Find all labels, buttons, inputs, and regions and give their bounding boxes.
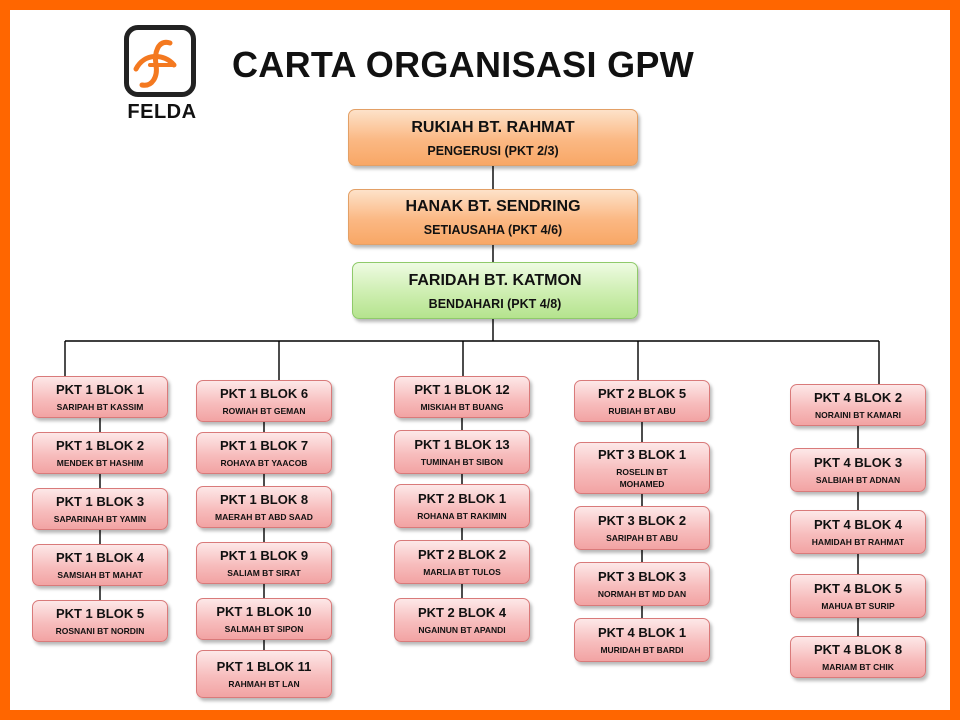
member-name: MAERAH BT ABD SAAD	[215, 511, 313, 522]
member-name: SALIAM BT SIRAT	[227, 567, 301, 578]
blok-box: PKT 1 BLOK 2 MENDEK BT HASHIM	[32, 432, 168, 474]
blok-box: PKT 1 BLOK 12 MISKIAH BT BUANG	[394, 376, 530, 418]
blok-box: PKT 2 BLOK 2 MARLIA BT TULOS	[394, 540, 530, 584]
blok-label: PKT 3 BLOK 2	[597, 512, 687, 528]
member-name: ROHANA BT RAKIMIN	[417, 510, 507, 521]
secretary-box: HANAK BT. SENDRING SETIAUSAHA (PKT 4/6)	[348, 189, 638, 245]
blok-box: PKT 1 BLOK 4 SAMSIAH BT MAHAT	[32, 544, 168, 586]
blok-box: PKT 3 BLOK 1 ROSELIN BT MOHAMED	[574, 442, 710, 494]
blok-label: PKT 2 BLOK 5	[597, 385, 687, 401]
treasurer-name: FARIDAH BT. KATMON	[408, 271, 582, 289]
blok-label: PKT 1 BLOK 12	[414, 381, 510, 397]
blok-label: PKT 4 BLOK 4	[813, 516, 903, 532]
secretary-role: SETIAUSAHA (PKT 4/6)	[423, 223, 563, 237]
blok-box: PKT 1 BLOK 3 SAPARINAH BT YAMIN	[32, 488, 168, 530]
blok-label: PKT 4 BLOK 8	[813, 641, 903, 657]
blok-box: PKT 4 BLOK 4 HAMIDAH BT RAHMAT	[790, 510, 926, 554]
blok-box: PKT 4 BLOK 1 MURIDAH BT BARDI	[574, 618, 710, 662]
blok-box: PKT 1 BLOK 13 TUMINAH BT SIBON	[394, 430, 530, 474]
blok-box: PKT 1 BLOK 7 ROHAYA BT YAACOB	[196, 432, 332, 474]
felda-logo: FELDA	[114, 25, 210, 135]
blok-label: PKT 1 BLOK 5	[55, 605, 145, 621]
secretary-name: HANAK BT. SENDRING	[405, 198, 581, 215]
blok-box: PKT 1 BLOK 5 ROSNANI BT NORDIN	[32, 600, 168, 642]
blok-label: PKT 1 BLOK 8	[219, 491, 309, 507]
member-name: SAMSIAH BT MAHAT	[57, 569, 143, 580]
blok-label: PKT 4 BLOK 5	[813, 580, 903, 596]
chair-name: RUKIAH BT. RAHMAT	[411, 118, 575, 136]
blok-box: PKT 1 BLOK 8 MAERAH BT ABD SAAD	[196, 486, 332, 528]
blok-box: PKT 1 BLOK 1 SARIPAH BT KASSIM	[32, 376, 168, 418]
member-name: MURIDAH BT BARDI	[600, 644, 684, 655]
member-name: MENDEK BT HASHIM	[56, 457, 144, 468]
member-name: MARLIA BT TULOS	[423, 566, 501, 577]
member-name: NORAINI BT KAMARI	[815, 409, 901, 420]
member-name: SALMAH BT SIPON	[224, 623, 304, 634]
blok-box: PKT 4 BLOK 8 MARIAM BT CHIK	[790, 636, 926, 678]
treasurer-role: BENDAHARI (PKT 4/8)	[428, 296, 562, 311]
member-name: NORMAH BT MD DAN	[597, 588, 687, 599]
blok-label: PKT 4 BLOK 1	[597, 624, 687, 640]
logo-frame	[124, 25, 196, 97]
blok-label: PKT 2 BLOK 2	[417, 546, 507, 562]
blok-label: PKT 2 BLOK 1	[417, 490, 507, 506]
blok-box: PKT 1 BLOK 9 SALIAM BT SIRAT	[196, 542, 332, 584]
blok-label: PKT 1 BLOK 13	[414, 436, 510, 452]
logo-text: FELDA	[127, 101, 197, 123]
member-name: SARIPAH BT KASSIM	[56, 401, 144, 412]
chair-role: PENGERUSI (PKT 2/3)	[427, 143, 559, 158]
slide-canvas: FELDA CARTA ORGANISASI GPW RUKIAH BT. RA…	[10, 10, 950, 710]
member-name: RAHMAH BT LAN	[228, 678, 300, 689]
blok-box: PKT 4 BLOK 2 NORAINI BT KAMARI	[790, 384, 926, 426]
blok-box: PKT 4 BLOK 3 SALBIAH BT ADNAN	[790, 448, 926, 492]
member-name: HAMIDAH BT RAHMAT	[811, 536, 905, 547]
chair-box: RUKIAH BT. RAHMAT PENGERUSI (PKT 2/3)	[348, 109, 638, 166]
member-name: ROHAYA BT YAACOB	[220, 457, 308, 468]
blok-box: PKT 1 BLOK 11 RAHMAH BT LAN	[196, 650, 332, 698]
blok-label: PKT 3 BLOK 1	[597, 446, 687, 462]
member-name: SALBIAH BT ADNAN	[815, 474, 901, 485]
member-name: NGAINUN BT APANDI	[418, 624, 506, 635]
blok-label: PKT 1 BLOK 4	[55, 549, 145, 565]
blok-box: PKT 4 BLOK 5 MAHUA BT SURIP	[790, 574, 926, 618]
felda-f-logo-icon	[133, 39, 177, 88]
blok-box: PKT 2 BLOK 4 NGAINUN BT APANDI	[394, 598, 530, 642]
blok-label: PKT 1 BLOK 11	[216, 658, 312, 674]
member-name: ROWIAH BT GEMAN	[222, 405, 306, 416]
member-name: MARIAM BT CHIK	[822, 661, 894, 672]
blok-box: PKT 2 BLOK 5 RUBIAH BT ABU	[574, 380, 710, 422]
page-title: CARTA ORGANISASI GPW	[232, 44, 694, 85]
blok-box: PKT 3 BLOK 3 NORMAH BT MD DAN	[574, 562, 710, 606]
blok-label: PKT 4 BLOK 3	[813, 454, 903, 470]
member-name: ROSNANI BT NORDIN	[55, 625, 145, 636]
connector-lines	[64, 166, 880, 650]
blok-label: PKT 1 BLOK 7	[219, 437, 309, 453]
blok-label: PKT 1 BLOK 9	[219, 547, 309, 563]
blok-label: PKT 1 BLOK 6	[219, 385, 309, 401]
blok-label: PKT 1 BLOK 2	[55, 437, 145, 453]
treasurer-box: FARIDAH BT. KATMON BENDAHARI (PKT 4/8)	[352, 262, 638, 319]
member-name: SAPARINAH BT YAMIN	[53, 513, 147, 524]
blok-label: PKT 2 BLOK 4	[417, 604, 507, 620]
blok-box: PKT 3 BLOK 2 SARIPAH BT ABU	[574, 506, 710, 550]
blok-label: PKT 4 BLOK 2	[813, 389, 903, 405]
blok-label: PKT 1 BLOK 10	[216, 603, 312, 619]
blok-label: PKT 3 BLOK 3	[597, 568, 687, 584]
blok-box: PKT 2 BLOK 1 ROHANA BT RAKIMIN	[394, 484, 530, 528]
member-name: MISKIAH BT BUANG	[420, 401, 504, 412]
blok-label: PKT 1 BLOK 3	[55, 493, 145, 509]
member-name: ROSELIN BT MOHAMED	[616, 466, 668, 489]
blok-box: PKT 1 BLOK 10 SALMAH BT SIPON	[196, 598, 332, 640]
member-name: TUMINAH BT SIBON	[420, 456, 504, 467]
member-name: RUBIAH BT ABU	[608, 405, 676, 416]
blok-label: PKT 1 BLOK 1	[55, 381, 145, 397]
blok-box: PKT 1 BLOK 6 ROWIAH BT GEMAN	[196, 380, 332, 422]
member-name: SARIPAH BT ABU	[606, 532, 678, 543]
member-name: MAHUA BT SURIP	[821, 600, 895, 611]
